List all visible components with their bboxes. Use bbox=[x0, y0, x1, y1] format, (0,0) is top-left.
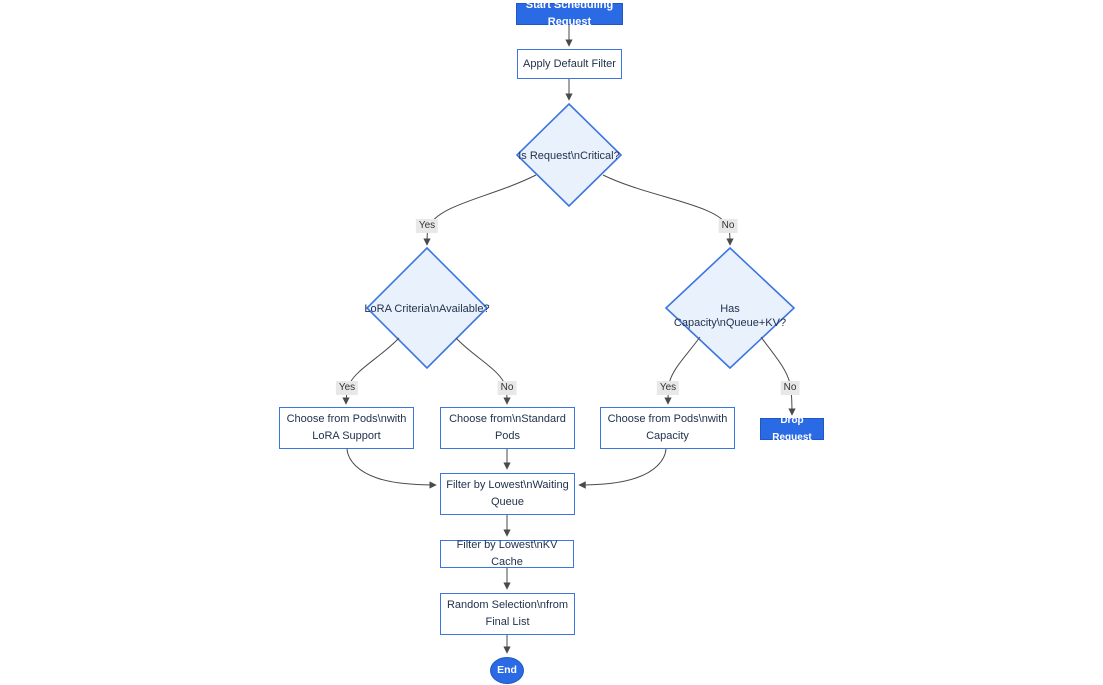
filter-kv-cache-node: Filter by Lowest\nKV Cache bbox=[440, 539, 574, 568]
drop-request-node: Drop Request bbox=[760, 415, 824, 443]
edge-capacity-no-to-drop bbox=[760, 336, 796, 416]
choose-standard-pods-node: Choose from\nStandard Pods bbox=[440, 407, 575, 449]
choose-pods-capacity-label: Choose from Pods\nwith Capacity bbox=[607, 413, 728, 442]
apply-default-filter-node: Apply Default Filter bbox=[517, 49, 622, 79]
start-node-label: Start Scheduling Request bbox=[525, 0, 614, 28]
decision-is-request-critical-shape bbox=[515, 102, 623, 208]
start-node: Start Scheduling Request bbox=[516, 0, 623, 28]
edge-label-lora-yes: Yes bbox=[335, 381, 359, 395]
decision-has-capacity-label: Has Capacity\nQueue+KV? bbox=[673, 303, 787, 329]
random-selection-label: Random Selection\nfrom Final List bbox=[446, 599, 569, 628]
apply-default-filter-label: Apply Default Filter bbox=[523, 57, 616, 70]
edge-label-critical-no: No bbox=[718, 219, 738, 233]
edge-critical-no-to-capacity bbox=[602, 174, 734, 246]
decision-is-request-critical-label: Is Request\nCritical? bbox=[518, 150, 620, 162]
choose-pods-lora-node: Choose from Pods\nwith LoRA Support bbox=[279, 407, 414, 449]
edge-label-capacity-yes: Yes bbox=[656, 381, 680, 395]
drop-request-label: Drop Request bbox=[772, 415, 812, 443]
filter-waiting-queue-node: Filter by Lowest\nWaiting Queue bbox=[440, 473, 575, 515]
choose-standard-pods-label: Choose from\nStandard Pods bbox=[449, 413, 566, 442]
filter-kv-cache-label: Filter by Lowest\nKV Cache bbox=[456, 539, 558, 568]
edge-choose-lora-to-filter-waiting bbox=[346, 448, 437, 489]
edge-choose-capacity-to-filter-waiting bbox=[578, 448, 667, 489]
end-node: End bbox=[490, 657, 524, 684]
decision-lora-criteria-shape bbox=[365, 246, 489, 370]
end-node-label: End bbox=[497, 664, 517, 676]
edge-label-critical-yes: Yes bbox=[415, 219, 439, 233]
decision-lora-criteria-label: LoRA Criteria\nAvailable? bbox=[364, 303, 490, 315]
filter-waiting-queue-label: Filter by Lowest\nWaiting Queue bbox=[446, 479, 569, 508]
random-selection-node: Random Selection\nfrom Final List bbox=[440, 593, 575, 635]
choose-pods-capacity-node: Choose from Pods\nwith Capacity bbox=[600, 407, 735, 449]
edge-label-lora-no: No bbox=[497, 381, 517, 395]
choose-pods-lora-label: Choose from Pods\nwith LoRA Support bbox=[286, 413, 407, 442]
edge-critical-yes-to-lora bbox=[423, 174, 537, 246]
edge-label-capacity-no: No bbox=[780, 381, 800, 395]
